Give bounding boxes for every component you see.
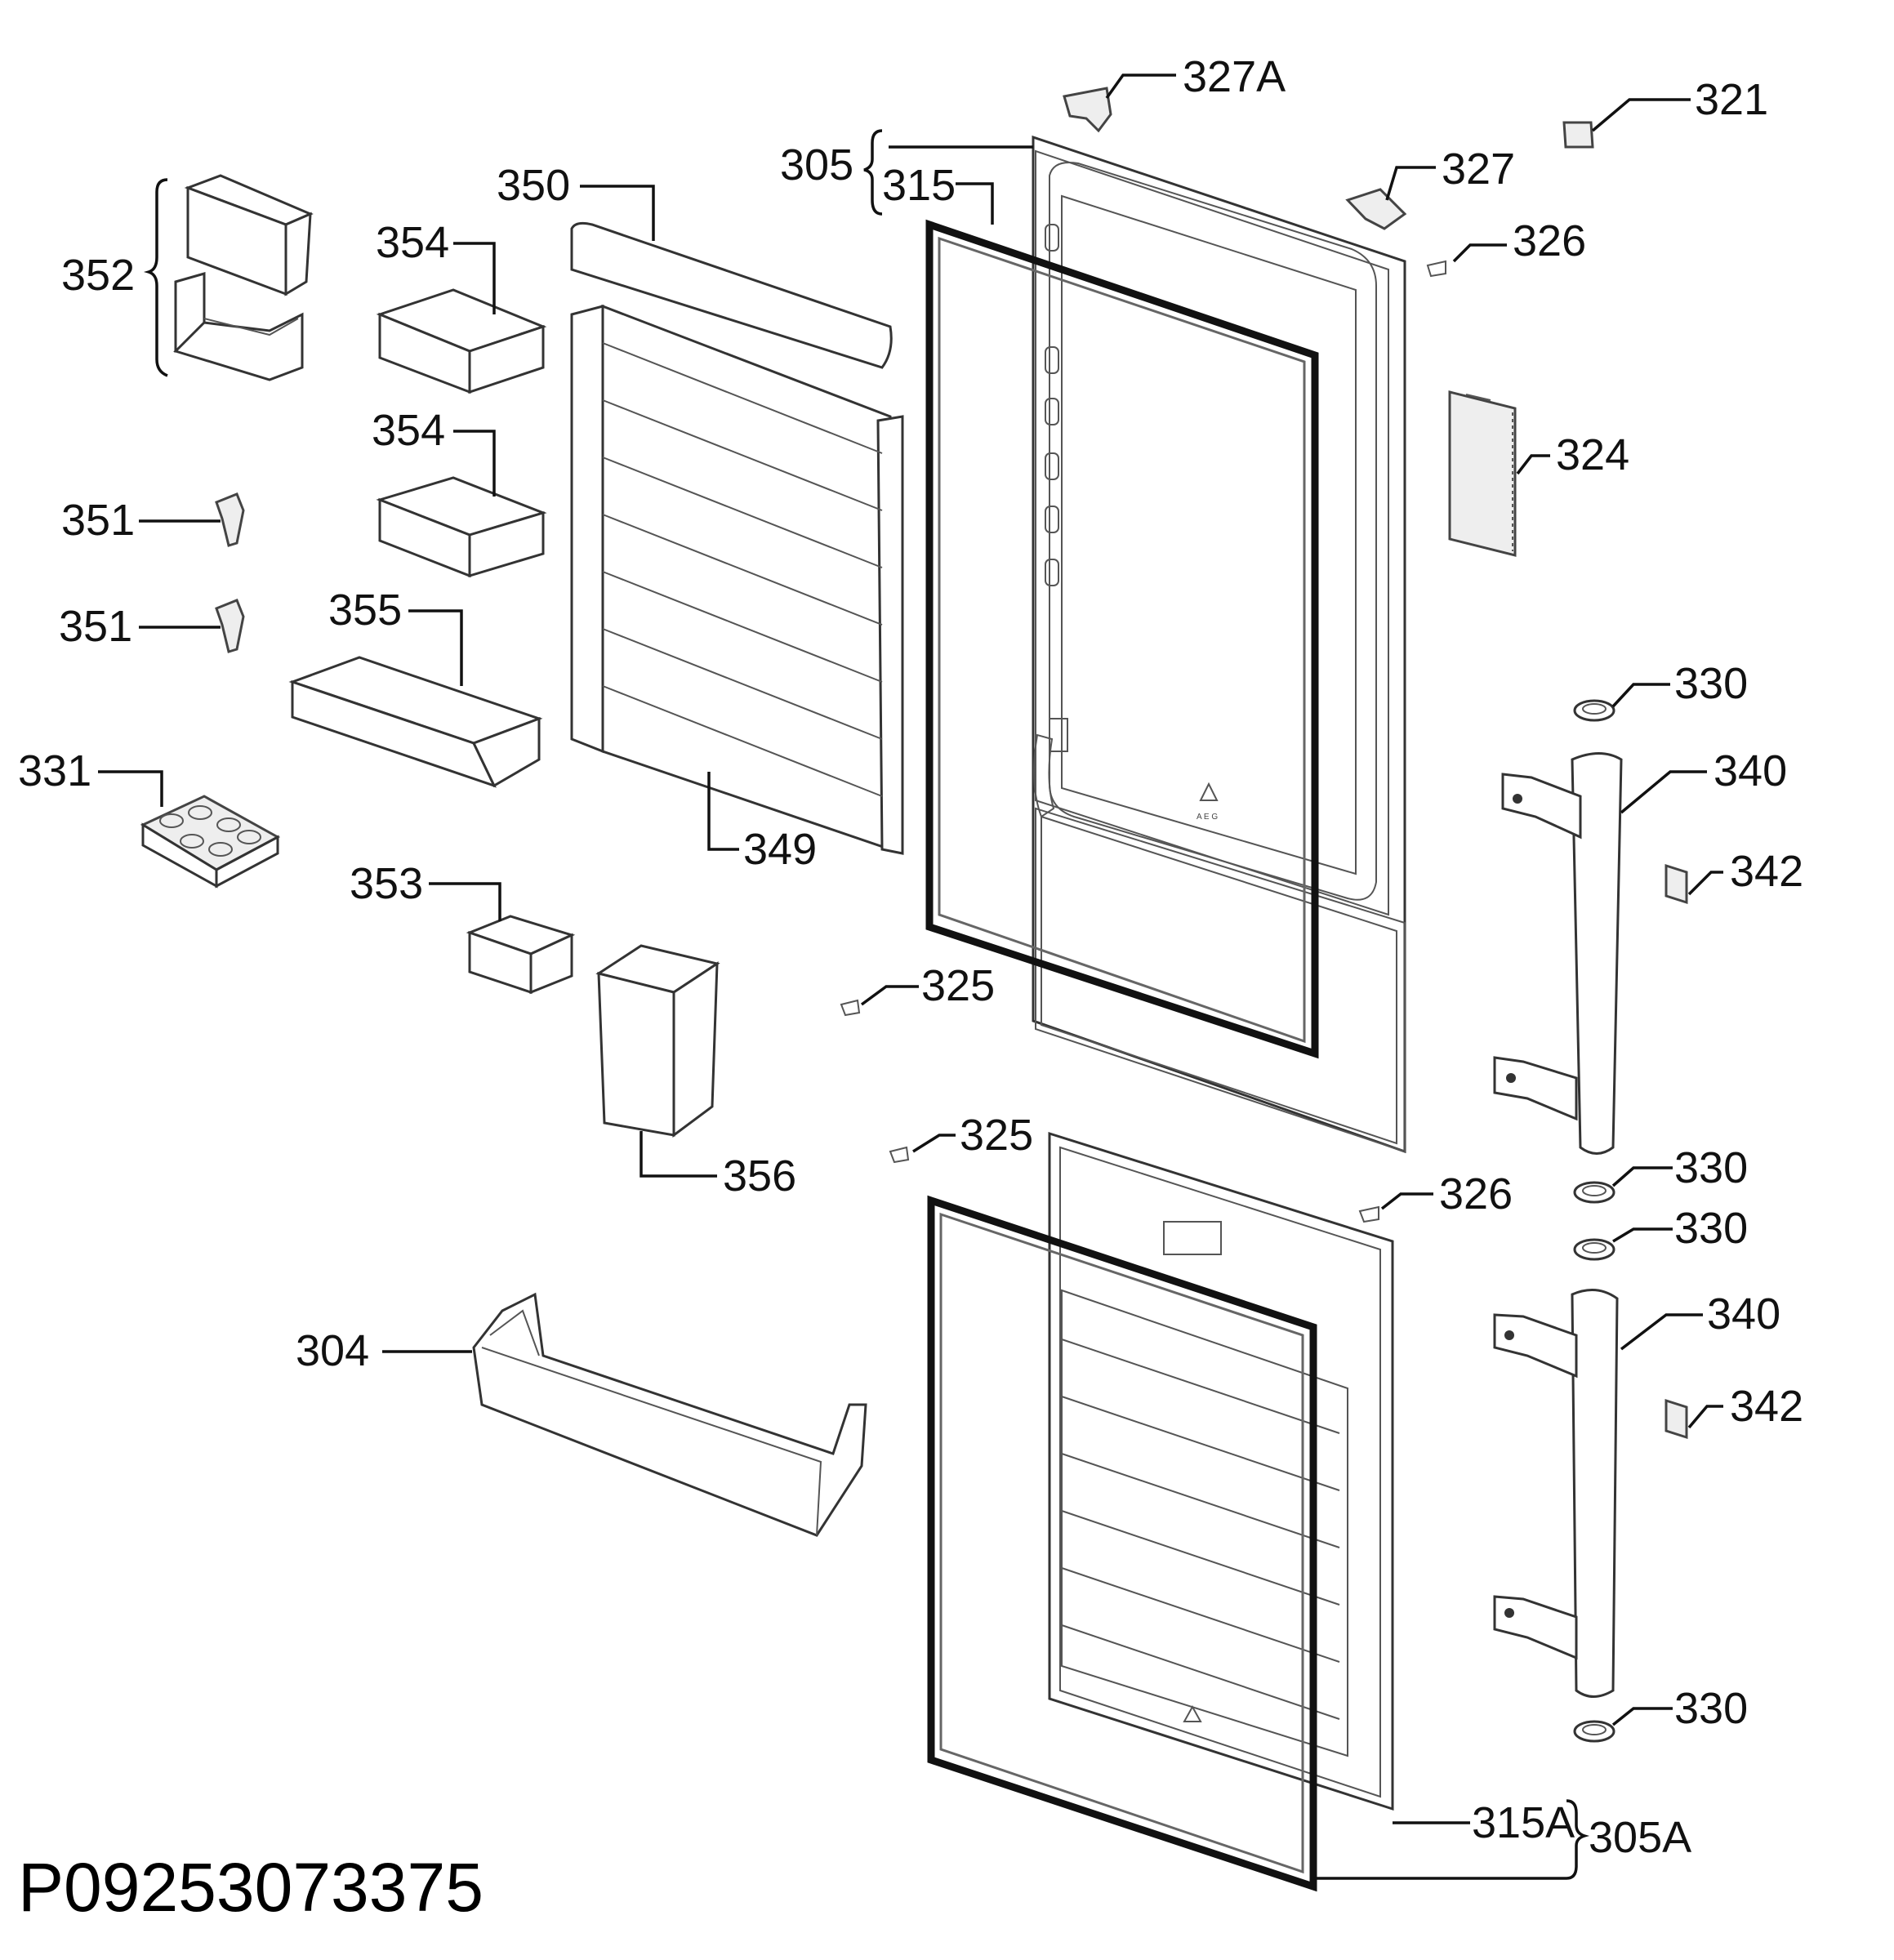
callout-315: 315 bbox=[882, 161, 956, 210]
callout-331: 331 bbox=[18, 746, 91, 795]
ring-330-d bbox=[1573, 1720, 1615, 1743]
callout-315A: 315A bbox=[1472, 1798, 1575, 1847]
callout-326-lower: 326 bbox=[1439, 1169, 1513, 1218]
svg-text:A E G: A E G bbox=[1197, 813, 1218, 822]
callout-327: 327 bbox=[1442, 145, 1515, 194]
diagram-code: P09253073375 bbox=[18, 1849, 484, 1926]
callout-325-upper: 325 bbox=[921, 961, 995, 1010]
shelf-354-lower bbox=[376, 476, 547, 578]
ring-330-b bbox=[1573, 1181, 1615, 1204]
upper-door-gasket-315 bbox=[925, 219, 1319, 1059]
callout-305: 305 bbox=[780, 140, 853, 189]
callout-324: 324 bbox=[1556, 430, 1629, 479]
screw-326-upper bbox=[1426, 260, 1446, 278]
screw-326-lower bbox=[1358, 1205, 1379, 1223]
callout-351-upper: 351 bbox=[61, 496, 135, 545]
callout-330-d: 330 bbox=[1674, 1684, 1748, 1733]
egg-tray-331 bbox=[140, 795, 281, 889]
lower-door-panel-305A bbox=[1048, 1131, 1394, 1811]
clip-351-upper bbox=[215, 492, 245, 547]
hinge-cover-327A bbox=[1063, 87, 1112, 133]
callout-342-lower: 342 bbox=[1730, 1382, 1803, 1431]
ring-330-a bbox=[1573, 699, 1615, 722]
callout-350: 350 bbox=[497, 161, 570, 210]
shelf-354-upper bbox=[376, 288, 547, 394]
cover-panel-324 bbox=[1448, 390, 1517, 557]
callout-327A: 327A bbox=[1183, 52, 1286, 101]
callout-356: 356 bbox=[723, 1152, 796, 1200]
cap-321 bbox=[1562, 121, 1594, 149]
cap-342-upper bbox=[1664, 863, 1688, 905]
callout-353: 353 bbox=[350, 859, 423, 908]
callout-354-upper: 354 bbox=[376, 218, 449, 267]
box-353 bbox=[466, 915, 576, 995]
bin-352 bbox=[173, 174, 314, 381]
callout-321: 321 bbox=[1695, 75, 1768, 124]
callout-305A: 305A bbox=[1589, 1813, 1691, 1862]
callout-355: 355 bbox=[328, 586, 402, 635]
shelf-frame-349-350 bbox=[570, 221, 904, 855]
callout-330-b: 330 bbox=[1674, 1143, 1748, 1192]
callout-304: 304 bbox=[296, 1326, 369, 1375]
lower-door-gasket-315A bbox=[927, 1195, 1317, 1892]
handle-340-lower bbox=[1493, 1289, 1619, 1698]
screw-325-lower bbox=[889, 1146, 910, 1164]
hinge-cover-327 bbox=[1345, 188, 1407, 230]
callout-340-upper: 340 bbox=[1714, 746, 1787, 795]
door-bin-304 bbox=[472, 1292, 867, 1537]
callout-330-c: 330 bbox=[1674, 1204, 1748, 1253]
screw-325-upper bbox=[840, 999, 861, 1017]
cup-356 bbox=[595, 944, 720, 1138]
callout-342-upper: 342 bbox=[1730, 847, 1803, 896]
cap-342-lower bbox=[1664, 1398, 1688, 1440]
handle-340-upper bbox=[1493, 752, 1623, 1155]
ring-330-c bbox=[1573, 1238, 1615, 1261]
callout-340-lower: 340 bbox=[1707, 1290, 1780, 1339]
callout-326-upper: 326 bbox=[1513, 216, 1586, 265]
callout-351-lower: 351 bbox=[59, 602, 132, 651]
callout-349: 349 bbox=[743, 825, 817, 874]
callout-325-lower: 325 bbox=[960, 1111, 1033, 1160]
shelf-355 bbox=[288, 656, 543, 788]
leader-lines bbox=[98, 74, 1723, 1880]
callout-352: 352 bbox=[61, 251, 135, 300]
callout-330-a: 330 bbox=[1674, 659, 1748, 708]
clip-351-lower bbox=[215, 599, 245, 653]
callout-354-lower: 354 bbox=[372, 406, 445, 455]
